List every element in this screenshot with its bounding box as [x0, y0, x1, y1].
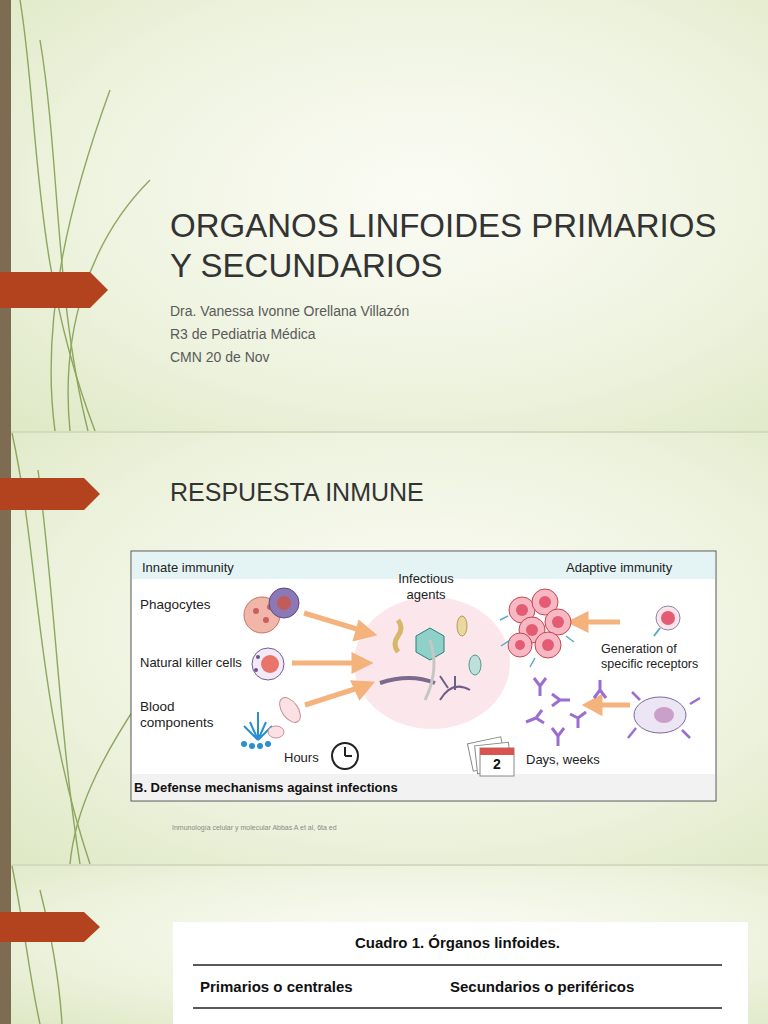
- panel-heading: Innate immunity: [142, 560, 282, 576]
- table-header: Primarios o centrales: [200, 978, 430, 996]
- figure-label: Phagocytes: [140, 597, 240, 613]
- arrow-tab: [0, 478, 100, 510]
- table-header: Secundarios o periféricos: [450, 978, 710, 996]
- source-note: Inmunología celular y molecular Abbas A …: [172, 824, 532, 832]
- side-strip: [0, 0, 11, 1024]
- arrow-tab: [0, 912, 100, 942]
- subtitle-line: Dra. Vanessa Ivonne Orellana Villazón: [170, 303, 590, 320]
- figure-label: Infectious agents: [386, 571, 466, 602]
- slide-title: ORGANOS LINFOIDES PRIMARIOS Y SECUNDARIO…: [170, 206, 740, 287]
- figure-label: Days, weeks: [526, 752, 616, 768]
- slide-separator: [0, 431, 768, 433]
- figure-label: Blood components: [140, 699, 226, 731]
- slide-separator: [0, 864, 768, 866]
- panel-heading: Adaptive immunity: [566, 560, 706, 576]
- slide-ground: [0, 866, 768, 1024]
- figure-caption: B. Defense mechanisms against infections: [134, 780, 554, 796]
- figure-label: Hours: [284, 750, 334, 766]
- table-caption: Cuadro 1. Órganos linfoides.: [193, 934, 722, 952]
- subtitle-line: R3 de Pediatria Médica: [170, 326, 590, 343]
- figure-label: Generation of specific receptors: [601, 642, 713, 672]
- slide-ground: [0, 0, 768, 431]
- figure-label: Natural killer cells: [140, 655, 252, 671]
- slide-ground: [0, 433, 768, 864]
- slide-heading: RESPUESTA INMUNE: [170, 477, 670, 507]
- calendar-number: 2: [480, 756, 514, 773]
- table-frame: [173, 922, 748, 1024]
- subtitle-line: CMN 20 de Nov: [170, 349, 590, 366]
- immune-figure: [131, 551, 716, 801]
- arrow-tab: [0, 272, 108, 308]
- decor-curves: [12, 0, 150, 1024]
